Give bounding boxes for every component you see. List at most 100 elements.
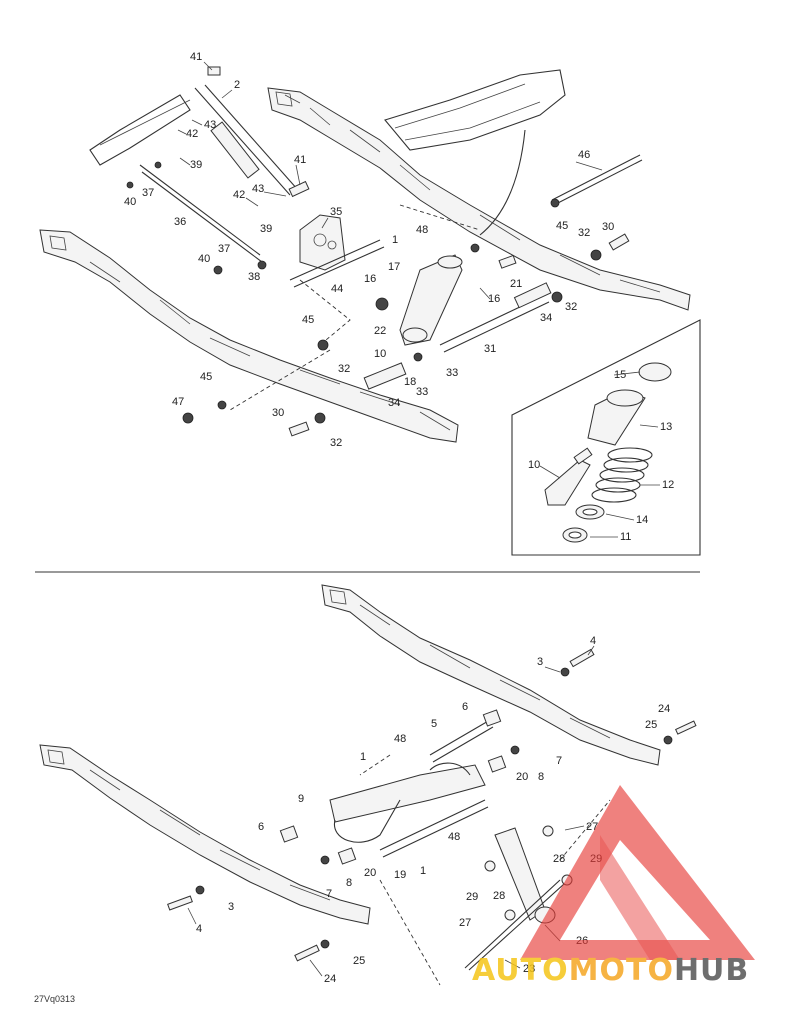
- callout-6: 6: [462, 701, 468, 713]
- callout-8: 8: [538, 771, 544, 783]
- top-assembly: [39, 66, 701, 556]
- callout-44: 44: [331, 283, 343, 295]
- callout-34: 34: [388, 397, 400, 409]
- callout-24: 24: [658, 703, 670, 715]
- callout-39b: 39: [260, 223, 272, 235]
- callout-38: 38: [248, 271, 260, 283]
- callout-30b: 30: [602, 221, 614, 233]
- callout-23: 23: [523, 963, 535, 975]
- callout-48: 48: [394, 733, 406, 745]
- callout-20b: 20: [364, 867, 376, 879]
- callout-32: 32: [338, 363, 350, 375]
- callout-45c: 45: [556, 220, 568, 232]
- shaft-46: [551, 154, 641, 201]
- adjuster-28: [494, 827, 546, 921]
- callout-16: 16: [364, 273, 376, 285]
- callout-10b: 10: [528, 459, 540, 471]
- callout-8b: 8: [346, 877, 352, 889]
- watermark-logo: AUTOMOTOHUB: [472, 785, 755, 988]
- right-side-rail: [267, 87, 691, 311]
- callout-3b: 3: [228, 901, 234, 913]
- callout-17: 17: [388, 261, 400, 273]
- callout-11: 11: [620, 531, 631, 543]
- callout-34b: 34: [540, 312, 552, 324]
- callout-9: 9: [298, 793, 304, 805]
- callout-36: 36: [174, 216, 186, 228]
- left-side-rail-lower: [39, 744, 371, 925]
- callout-31: 31: [484, 343, 496, 355]
- callout-7: 7: [556, 755, 562, 767]
- callout-1: 1: [392, 234, 398, 246]
- callout-42: 42: [186, 128, 198, 140]
- callout-40b: 40: [198, 253, 210, 265]
- callout-42b: 42: [233, 189, 245, 201]
- callout-27b: 27: [459, 917, 471, 929]
- callout-30: 30: [272, 407, 284, 419]
- callout-25: 25: [645, 719, 657, 731]
- callout-29b: 29: [466, 891, 478, 903]
- callout-labels-top: 41 2 43 42 39 41 43 42 40 37 36 35 1 48 …: [124, 51, 674, 543]
- callout-35: 35: [330, 206, 342, 218]
- callout-43b: 43: [252, 183, 264, 195]
- figure-code: 27Vq0313: [34, 994, 75, 1004]
- callout-48b: 48: [448, 831, 460, 843]
- callout-1b: 1: [420, 865, 426, 877]
- callout-4b: 4: [196, 923, 202, 935]
- callout-37: 37: [142, 187, 154, 199]
- leader-lines-top: [177, 61, 660, 538]
- callout-4: 4: [590, 635, 596, 647]
- callout-48: 48: [416, 224, 428, 236]
- callout-6b: 6: [258, 821, 264, 833]
- callout-2: 2: [234, 79, 240, 91]
- damper-2: [194, 87, 291, 196]
- callout-32b: 32: [330, 437, 342, 449]
- callout-41b: 41: [294, 154, 306, 166]
- callout-28: 28: [553, 853, 565, 865]
- bracket-35: [299, 214, 346, 271]
- callout-40: 40: [124, 196, 136, 208]
- right-side-rail-lower: [321, 584, 661, 766]
- watermark-text: AUTOMOTOHUB: [472, 953, 749, 988]
- bottom-assembly: [39, 584, 697, 986]
- callout-22: 22: [374, 325, 386, 337]
- rear-arm-9: [329, 764, 486, 823]
- callout-13: 13: [660, 421, 672, 433]
- callout-32d: 32: [565, 301, 577, 313]
- callout-33: 33: [416, 386, 428, 398]
- left-side-rail: [39, 229, 459, 443]
- callout-32c: 32: [578, 227, 590, 239]
- callout-19: 19: [394, 869, 406, 881]
- callout-18: 18: [404, 376, 416, 388]
- callout-21: 21: [510, 278, 522, 290]
- link-rod-36: [139, 164, 261, 256]
- callout-20: 20: [516, 771, 528, 783]
- shaft-23: [464, 879, 561, 969]
- callout-15: 15: [614, 369, 626, 381]
- callout-33b: 33: [446, 367, 458, 379]
- callout-16b: 16: [488, 293, 500, 305]
- spring-12: [591, 447, 653, 503]
- callout-47: 47: [172, 396, 184, 408]
- callout-3: 3: [537, 656, 543, 668]
- shaft-5: [429, 719, 491, 756]
- callout-12: 12: [662, 479, 674, 491]
- callout-10: 10: [374, 348, 386, 360]
- callout-14: 14: [636, 514, 648, 526]
- callout-41: 41: [190, 51, 202, 63]
- callout-5: 5: [431, 718, 437, 730]
- callout-45: 45: [302, 314, 314, 326]
- shock-detail-box: [511, 319, 701, 556]
- callout-25b: 25: [353, 955, 365, 967]
- callout-7b: 7: [326, 888, 332, 900]
- shock-absorber-10: [399, 254, 463, 346]
- upper-arm-frame: [384, 69, 566, 151]
- callout-1: 1: [360, 751, 366, 763]
- front-arm: [89, 94, 191, 166]
- callout-45b: 45: [200, 371, 212, 383]
- callout-37b: 37: [218, 243, 230, 255]
- watermark-triangle-icon: [520, 785, 755, 960]
- callout-labels-bottom: 4 3 6 5 24 25 48 1 20 8 7 9 6 20 19 1 48…: [196, 635, 670, 985]
- callout-46: 46: [578, 149, 590, 161]
- callout-28b: 28: [493, 890, 505, 902]
